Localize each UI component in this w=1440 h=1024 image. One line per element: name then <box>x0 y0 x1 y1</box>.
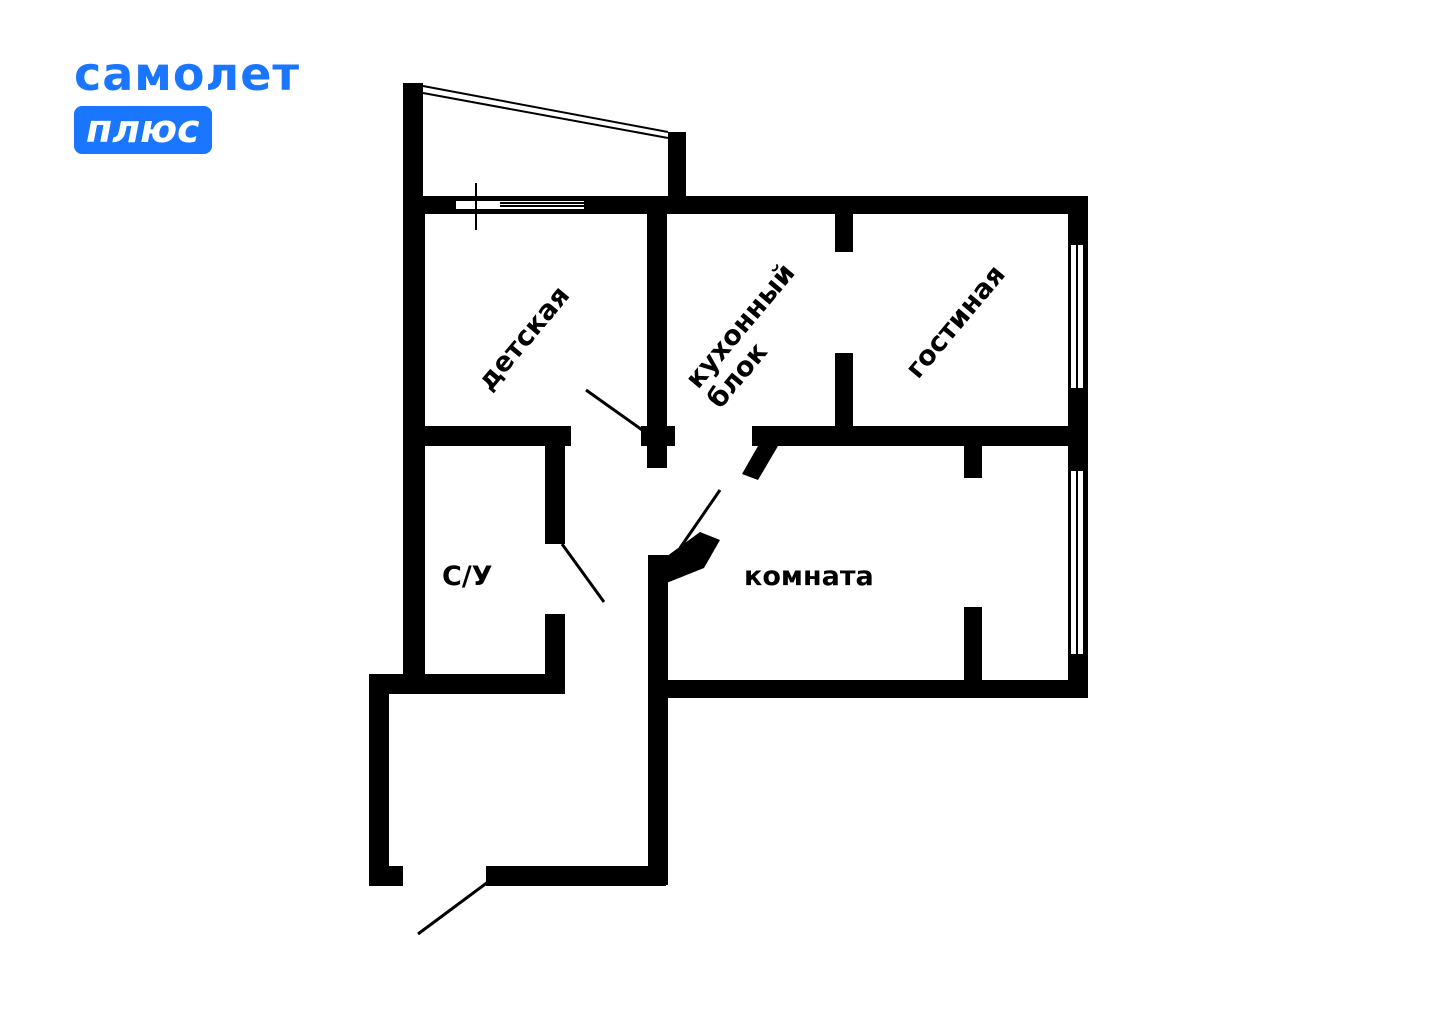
room-label-bathroom: С/У <box>442 561 493 592</box>
bath-bottom-wall <box>403 674 565 694</box>
bath-right-wall-top <box>545 446 565 544</box>
brand-name: самолет <box>74 47 301 101</box>
corridor-pillar <box>641 426 675 446</box>
windows <box>454 199 1085 656</box>
hall-left-stub <box>369 866 403 886</box>
living-door-jamb <box>742 446 778 480</box>
brand-badge: плюс <box>74 106 212 154</box>
room-label-room: комната <box>744 561 874 592</box>
room-pillar-top <box>964 446 982 478</box>
balcony-left-wall <box>403 83 423 213</box>
corridor-pillar-lower <box>647 446 667 468</box>
entrance-door <box>417 880 489 936</box>
hall-bottom-wall <box>486 866 666 886</box>
kitchen-living-partition-top <box>835 214 853 252</box>
kids-kitchen-partition <box>647 214 667 430</box>
corridor-right-wall <box>648 555 668 885</box>
living-bottom-wall <box>752 426 1088 446</box>
room-bottom-wall <box>648 680 1088 698</box>
kids-bottom-wall <box>403 426 571 446</box>
room-pillar-bottom <box>964 607 982 682</box>
kids-door <box>585 388 646 434</box>
brand-logo: самолет плюс <box>74 48 300 154</box>
room-door-jamb <box>648 532 720 586</box>
kitchen-door <box>678 489 722 549</box>
kitchen-living-partition-bottom <box>835 353 853 433</box>
balcony-right-wall <box>668 132 686 212</box>
room-label-living: гостиная <box>900 259 1012 384</box>
door-swings <box>417 388 722 936</box>
room-label-childroom: детская <box>472 280 577 396</box>
balcony-glazing <box>422 85 669 230</box>
bath-door <box>560 543 606 603</box>
hall-left-wall <box>369 674 389 886</box>
